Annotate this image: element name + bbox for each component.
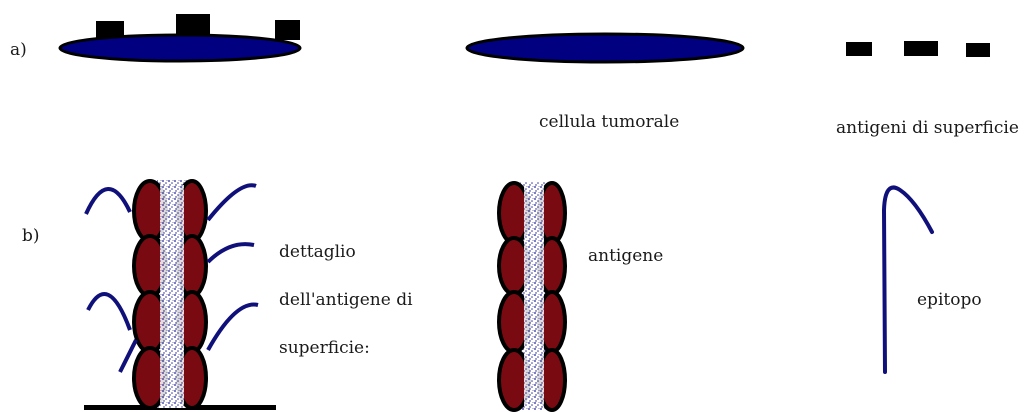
antigen-icon	[499, 182, 565, 410]
epitope-icon	[884, 188, 932, 373]
epitope-caption: epitopo	[917, 290, 982, 310]
tumor-cell-with-antigens-icon	[60, 14, 300, 61]
detail-caption-line3: superficie:	[279, 338, 370, 358]
tumor-cell-icon	[467, 34, 743, 62]
panel-a-marker: a)	[10, 40, 27, 60]
surface-antigens-caption: antigeni di superficie	[836, 118, 1019, 138]
detail-caption-line2: dell'antigene di	[279, 290, 413, 310]
surface-antigens-icon	[846, 41, 990, 57]
antigen-detail-icon	[84, 180, 276, 410]
tumor-cell-caption: cellula tumorale	[539, 112, 679, 132]
panel-b-marker: b)	[22, 226, 40, 246]
antigen-caption: antigene	[588, 246, 663, 266]
detail-caption-line1: dettaglio	[279, 242, 356, 262]
